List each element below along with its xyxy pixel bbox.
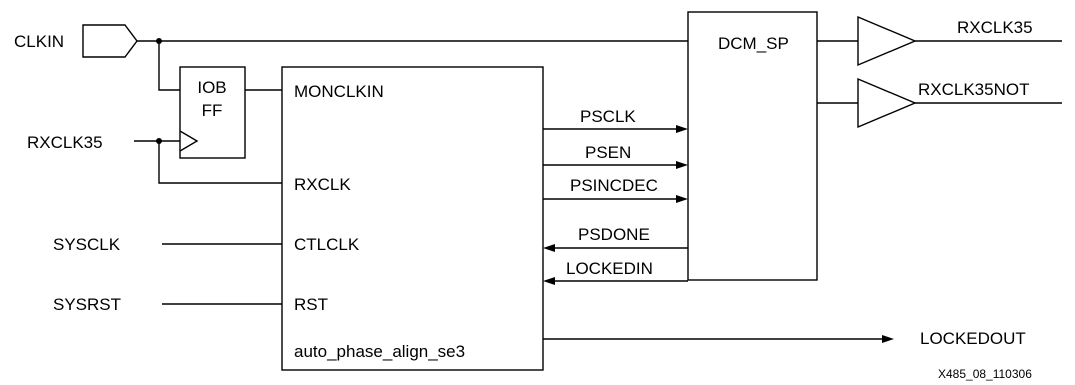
psclk-label: PSCLK	[580, 107, 636, 126]
psdone-arrow	[543, 244, 555, 252]
port-rxclk: RXCLK	[294, 175, 351, 194]
lockedout-arrow	[882, 335, 894, 343]
clkin-label: CLKIN	[14, 32, 64, 51]
rxclk35-buffer	[857, 15, 917, 67]
rxclk35not-buffer	[857, 77, 917, 129]
psdone-label: PSDONE	[578, 225, 650, 244]
clock-input-triangle	[179, 130, 199, 152]
clkin-to-iob-wire	[158, 41, 180, 91]
sysclk-label: SYSCLK	[53, 235, 121, 254]
psclk-arrow	[676, 125, 688, 133]
psen-label: PSEN	[585, 143, 631, 162]
iob-ff-label-line1: IOB	[197, 78, 226, 97]
port-rst: RST	[294, 295, 328, 314]
rxclk35-to-rxclk-wire	[158, 141, 282, 184]
port-ctlclk: CTLCLK	[294, 235, 360, 254]
clkin-input-pad	[82, 24, 138, 58]
dcm-block	[687, 11, 818, 281]
psen-arrow	[676, 161, 688, 169]
align-block	[281, 66, 544, 371]
psincdec-label: PSINCDEC	[570, 176, 658, 195]
rxclk35-input-label: RXCLK35	[27, 133, 103, 152]
rxclk35-output-label: RXCLK35	[957, 18, 1033, 37]
lockedin-label: LOCKEDIN	[566, 259, 653, 278]
iob-ff-block	[179, 66, 246, 159]
lockedin-arrow	[543, 277, 555, 285]
psincdec-arrow	[676, 195, 688, 203]
figure-id: X485_08_110306	[938, 367, 1032, 381]
align-block-name: auto_phase_align_se3	[294, 342, 465, 361]
lockedout-label: LOCKEDOUT	[920, 329, 1026, 348]
port-monclkin: MONCLKIN	[294, 82, 384, 101]
sysrst-label: SYSRST	[53, 295, 121, 314]
rxclk35not-output-label: RXCLK35NOT	[918, 80, 1029, 99]
iob-ff-label-line2: FF	[202, 101, 223, 120]
dcm-label: DCM_SP	[718, 34, 789, 53]
